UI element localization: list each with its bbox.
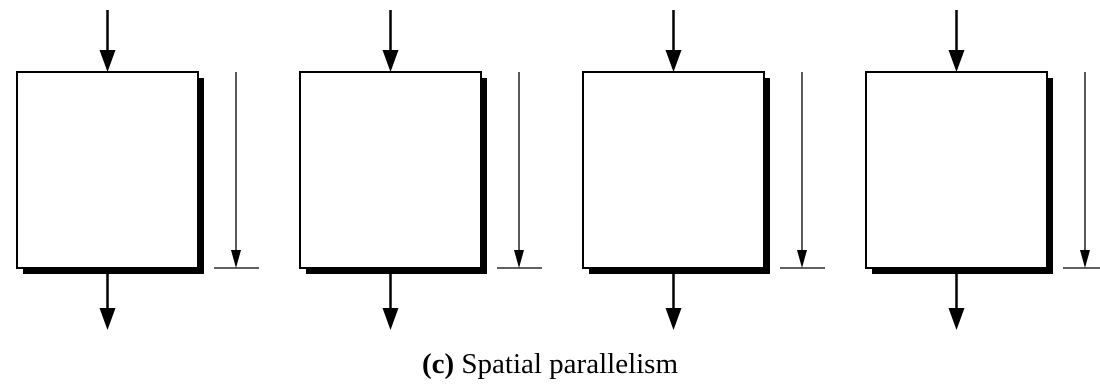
time-arrow-head <box>797 250 807 268</box>
input-arrow-head <box>99 50 116 72</box>
unit-box <box>582 71 765 269</box>
unit-box <box>16 71 199 269</box>
output-arrow-head <box>382 308 399 330</box>
output-arrow-head <box>99 308 116 330</box>
figure-caption: (c) Spatial parallelism <box>0 348 1100 380</box>
time-arrow-head <box>1080 250 1090 268</box>
time-arrow-head <box>514 250 524 268</box>
input-arrow-head <box>382 50 399 72</box>
processing-unit <box>865 10 1100 330</box>
input-arrow-head <box>665 50 682 72</box>
input-arrow-head <box>948 50 965 72</box>
processing-unit <box>582 10 825 330</box>
unit-box <box>865 71 1048 269</box>
output-arrow-head <box>948 308 965 330</box>
unit-box <box>299 71 482 269</box>
time-arrow-head <box>231 250 241 268</box>
output-arrow-head <box>665 308 682 330</box>
processing-unit <box>299 10 542 330</box>
processing-unit <box>16 10 259 330</box>
caption-text: Spatial parallelism <box>461 348 679 380</box>
caption-label: (c) <box>421 348 455 380</box>
